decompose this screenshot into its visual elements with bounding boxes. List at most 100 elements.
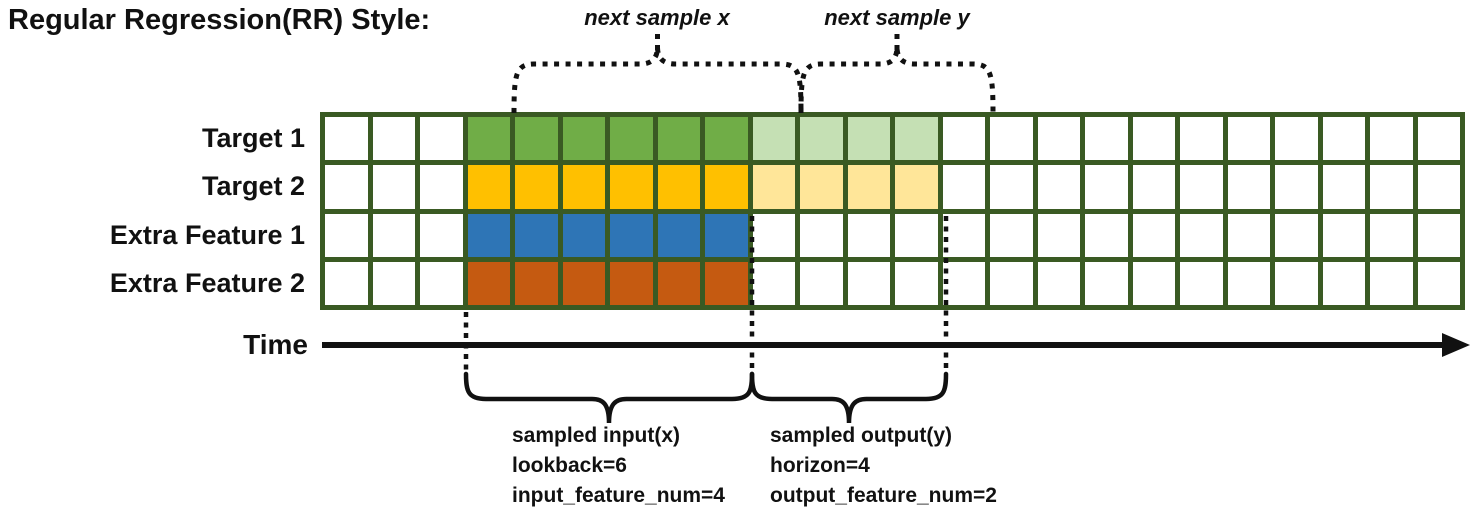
grid-cell — [752, 261, 795, 305]
grid-cell — [657, 261, 700, 305]
grid-cell — [1322, 261, 1365, 305]
grid-cell — [1180, 117, 1223, 161]
grid-cell — [1275, 117, 1318, 161]
grid-cell — [1180, 165, 1223, 209]
grid-cell — [1370, 213, 1413, 257]
grid-cell — [1417, 117, 1460, 161]
time-arrow — [322, 333, 1470, 357]
grid-cell — [610, 213, 653, 257]
grid-cell — [420, 261, 463, 305]
grid-cell — [942, 213, 985, 257]
grid-cell — [847, 117, 890, 161]
grid-cell — [942, 165, 985, 209]
grid-cell — [990, 261, 1033, 305]
grid-cell — [325, 165, 368, 209]
grid-cell — [895, 261, 938, 305]
grid-cell — [1227, 117, 1270, 161]
grid-cell — [752, 165, 795, 209]
grid-cell — [562, 213, 605, 257]
row-label-target-2: Target 2 — [201, 171, 305, 202]
sampled-input-annotation: sampled input(x) lookback=6 input_featur… — [512, 421, 725, 511]
grid-cell — [800, 213, 843, 257]
grid-cell — [1227, 165, 1270, 209]
grid-cell — [895, 117, 938, 161]
grid-cell — [1275, 213, 1318, 257]
timeseries-grid — [320, 112, 1465, 310]
grid-cell — [610, 261, 653, 305]
grid-cell — [467, 117, 510, 161]
grid-cell — [942, 117, 985, 161]
grid-cell — [1180, 213, 1223, 257]
grid-cell — [515, 165, 558, 209]
page-title: Regular Regression(RR) Style: — [8, 4, 431, 36]
row-label-target-1: Target 1 — [201, 123, 305, 154]
grid-cell — [1085, 165, 1128, 209]
grid-cell — [705, 213, 748, 257]
grid-cell — [1370, 261, 1413, 305]
grid-cell — [467, 261, 510, 305]
grid-cell — [1322, 213, 1365, 257]
grid-cell — [1227, 213, 1270, 257]
grid-cell — [372, 261, 415, 305]
grid-cell — [705, 165, 748, 209]
grid-cell — [752, 117, 795, 161]
grid-cell — [420, 165, 463, 209]
grid-cell — [942, 261, 985, 305]
grid-cell — [562, 261, 605, 305]
grid-cell — [1180, 261, 1223, 305]
grid-cell — [372, 213, 415, 257]
sampled-input-line: sampled input(x) — [512, 424, 681, 447]
grid-cell — [990, 213, 1033, 257]
next-sample-y-label: next sample y — [824, 5, 970, 30]
row-labels: Target 1 Target 2 Extra Feature 1 Extra Fea… — [0, 112, 312, 310]
grid-cell — [325, 117, 368, 161]
grid-cell — [1085, 213, 1128, 257]
sampled-input-brace — [463, 371, 755, 424]
grid-cell — [1132, 261, 1175, 305]
lookback-line: lookback=6 — [512, 454, 627, 477]
grid-cell — [1227, 261, 1270, 305]
grid-cell — [705, 261, 748, 305]
grid-cell — [990, 117, 1033, 161]
grid-cell — [895, 165, 938, 209]
grid-cell — [1417, 261, 1460, 305]
next-sample-y-brace — [798, 46, 996, 114]
grid-cell — [800, 117, 843, 161]
grid-cell — [800, 261, 843, 305]
grid-cell — [657, 117, 700, 161]
grid-cell — [610, 117, 653, 161]
grid-cell — [1370, 117, 1413, 161]
grid-cell — [467, 213, 510, 257]
grid-cell — [1085, 117, 1128, 161]
grid-cell — [1370, 165, 1413, 209]
grid-cell — [372, 165, 415, 209]
grid-cell — [1037, 261, 1080, 305]
grid-cell — [325, 261, 368, 305]
grid-cell — [752, 213, 795, 257]
time-axis-label: Time — [243, 329, 308, 360]
grid-cell — [1417, 165, 1460, 209]
grid-cell — [1037, 213, 1080, 257]
time-arrow-head-icon — [1442, 333, 1470, 357]
grid-cell — [895, 213, 938, 257]
grid-cell — [1085, 261, 1128, 305]
grid-cell — [1037, 165, 1080, 209]
grid-cell — [847, 261, 890, 305]
next-sample-x-brace — [511, 46, 804, 114]
grid-cell — [847, 213, 890, 257]
grid-cell — [990, 165, 1033, 209]
row-label-extra-feature-2: Extra Feature 2 — [109, 267, 305, 298]
output-feature-num-line: output_feature_num=2 — [770, 484, 997, 507]
grid-cell — [847, 165, 890, 209]
grid-cell — [1037, 117, 1080, 161]
row-label-extra-feature-1: Extra Feature 1 — [109, 219, 305, 250]
grid-cell — [705, 117, 748, 161]
grid-cell — [515, 261, 558, 305]
grid-cell — [1132, 165, 1175, 209]
grid-cell — [1132, 117, 1175, 161]
grid-cell — [610, 165, 653, 209]
next-sample-x-label: next sample x — [584, 5, 730, 30]
sampled-output-line: sampled output(y) — [770, 424, 952, 447]
grid-cell — [657, 213, 700, 257]
